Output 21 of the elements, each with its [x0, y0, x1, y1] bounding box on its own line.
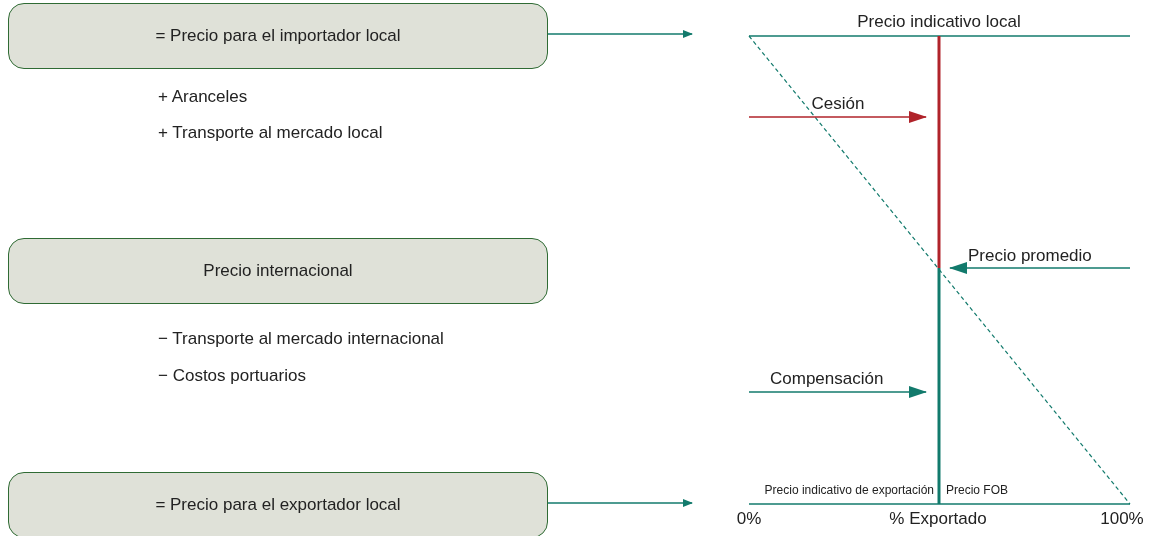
box-label: Precio internacional — [203, 261, 353, 281]
cost-item: − Costos portuarios — [158, 366, 306, 386]
price-box — [8, 238, 548, 304]
price-box — [8, 472, 548, 536]
price-box — [8, 3, 548, 69]
box-label: = Precio para el exportador local — [155, 495, 401, 515]
tick-label: 0% — [736, 509, 762, 529]
axis-label: Precio indicativo de exportación — [764, 484, 934, 498]
tick-label: 100% — [1100, 509, 1144, 529]
arrow — [547, 499, 693, 507]
axis-label: Precio FOB — [946, 484, 1008, 498]
cost-item: + Transporte al mercado local — [158, 123, 383, 143]
arrow-label: Compensación — [770, 369, 884, 389]
arrow-label: Precio promedio — [968, 246, 1092, 266]
box-label: = Precio para el importador local — [155, 26, 401, 46]
arrow — [547, 30, 693, 38]
arrow-label: Cesión — [811, 94, 865, 114]
cost-item: + Aranceles — [158, 87, 248, 107]
cost-item: − Transporte al mercado internacional — [158, 329, 444, 349]
axis-title: % Exportado — [889, 509, 987, 529]
axis-label: Precio indicativo local — [857, 12, 1021, 32]
